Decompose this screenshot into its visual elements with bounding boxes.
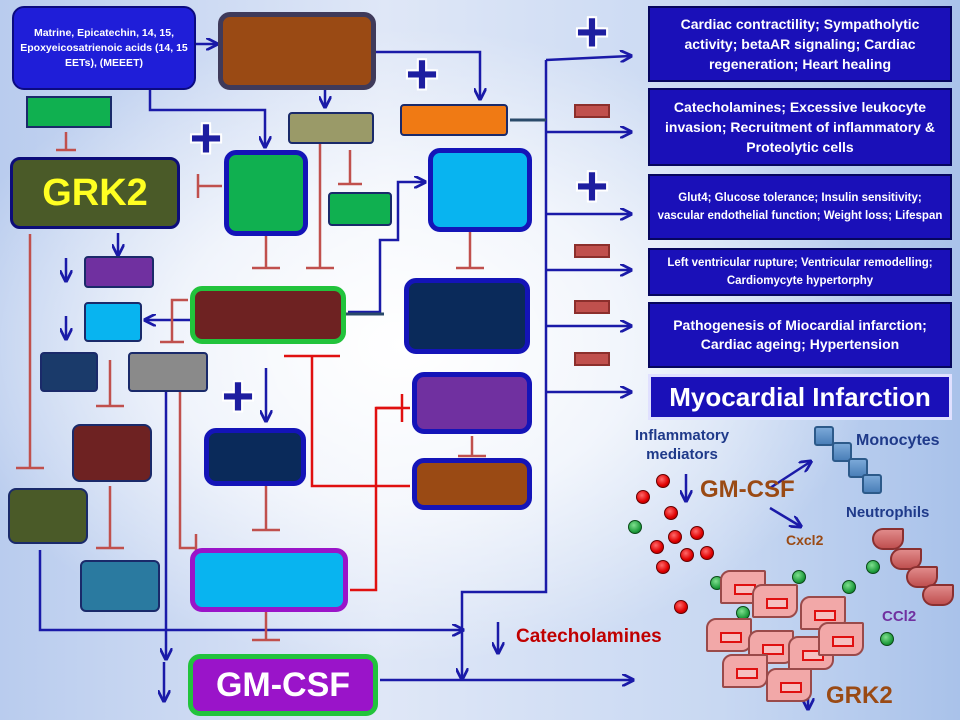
red-mediator-dot — [636, 490, 650, 504]
monocyte-cell — [832, 442, 852, 462]
node-green-mini — [328, 192, 392, 226]
red-mediator-dot — [656, 560, 670, 574]
cxcl2-label: Cxcl2 — [786, 532, 824, 548]
tissue-cell — [722, 654, 768, 688]
outcome-box-2: Catecholamines; Excessive leukocyte inva… — [648, 88, 952, 166]
outcome-box-3: Glut4; Glucose tolerance; Insulin sensit… — [648, 174, 952, 240]
green-mediator-dot — [842, 580, 856, 594]
outcome-box-4: Left ventricular rupture; Ventricular re… — [648, 248, 952, 296]
node-gray — [128, 352, 208, 392]
node-olive-small — [288, 112, 374, 144]
node-olive-large — [8, 488, 88, 544]
node-maroon — [190, 286, 346, 344]
plus-sign-outcome-3: + — [575, 154, 609, 217]
plus-sign-orange: + — [405, 42, 439, 105]
monocyte-cell — [848, 458, 868, 478]
outcome-text-2: Catecholamines; Excessive leukocyte inva… — [665, 99, 935, 155]
minus-sign-outcome-2 — [574, 104, 610, 118]
myocardial-infarction-label: Myocardial Infarction — [669, 381, 931, 412]
source-compounds-text: Matrine, Epicatechin, 14, 15, Epoxyeicos… — [20, 26, 188, 69]
grk2-label: GRK2 — [42, 171, 148, 214]
gmcsf-label: GM-CSF — [215, 665, 351, 704]
neutrophils-label: Neutrophils — [846, 504, 930, 521]
myocardial-infarction-box: Myocardial Infarction — [648, 374, 952, 420]
node-maroon-small — [72, 424, 152, 482]
neutrophil-cell — [906, 566, 938, 588]
node-navy-small — [40, 352, 98, 392]
source-compounds-box: Matrine, Epicatechin, 14, 15, Epoxyeicos… — [12, 6, 196, 90]
neutrophil-cell — [890, 548, 922, 570]
monocyte-cell — [862, 474, 882, 494]
node-green-small — [26, 96, 112, 128]
red-mediator-dot — [656, 474, 670, 488]
red-mediator-dot — [668, 530, 682, 544]
plus-sign-center: + — [221, 364, 255, 427]
node-violet — [412, 372, 532, 434]
node-orange — [400, 104, 508, 136]
red-mediator-dot — [674, 600, 688, 614]
outcome-text-3: Glut4; Glucose tolerance; Insulin sensit… — [657, 192, 943, 222]
node-navy-large — [404, 278, 530, 354]
plus-sign-green: + — [189, 106, 223, 169]
minus-sign-outcome-4 — [574, 244, 610, 258]
node-green-large — [224, 150, 308, 236]
red-mediator-dot — [680, 548, 694, 562]
gmcsf-node: GM-CSF — [188, 654, 378, 716]
tissue-cell — [706, 618, 752, 652]
node-cyan-large — [428, 148, 532, 232]
red-mediator-dot — [650, 540, 664, 554]
minus-sign-final — [574, 352, 610, 366]
outcome-box-1: Cardiac contractility; Sympatholytic act… — [648, 6, 952, 82]
red-mediator-dot — [700, 546, 714, 560]
node-brown-top — [218, 12, 376, 90]
monocytes-label: Monocytes — [856, 432, 940, 449]
neutrophil-cell — [872, 528, 904, 550]
neutrophil-cell — [922, 584, 954, 606]
inset-gmcsf-label: GM-CSF — [700, 476, 795, 503]
green-mediator-dot — [880, 632, 894, 646]
node-cyan-bottom — [190, 548, 348, 612]
green-mediator-dot — [792, 570, 806, 584]
outcome-text-5: Pathogenesis of Miocardial infarction; C… — [673, 317, 927, 352]
minus-sign-outcome-5 — [574, 300, 610, 314]
node-brown-right — [412, 458, 532, 510]
tissue-cell — [766, 668, 812, 702]
catecholamines-label: Catecholamines — [516, 626, 662, 647]
inflammatory-mediators-label: Inflammatory mediators — [634, 427, 730, 463]
monocyte-cell — [814, 426, 834, 446]
red-mediator-dot — [690, 526, 704, 540]
node-navy-center — [204, 428, 306, 486]
green-mediator-dot — [866, 560, 880, 574]
outcome-text-1: Cardiac contractility; Sympatholytic act… — [680, 16, 920, 72]
outcome-text-4: Left ventricular rupture; Ventricular re… — [667, 257, 933, 287]
outcome-box-5: Pathogenesis of Miocardial infarction; C… — [648, 302, 952, 368]
node-teal — [80, 560, 160, 612]
plus-sign-top: + — [575, 0, 609, 63]
tissue-cell — [818, 622, 864, 656]
node-purple-small — [84, 256, 154, 288]
inset-grk2-label: GRK2 — [826, 682, 893, 709]
ccl2-label: CCl2 — [882, 608, 917, 625]
tissue-cell — [752, 584, 798, 618]
node-cyan-small — [84, 302, 142, 342]
grk2-node: GRK2 — [10, 157, 180, 229]
green-mediator-dot — [628, 520, 642, 534]
red-mediator-dot — [664, 506, 678, 520]
